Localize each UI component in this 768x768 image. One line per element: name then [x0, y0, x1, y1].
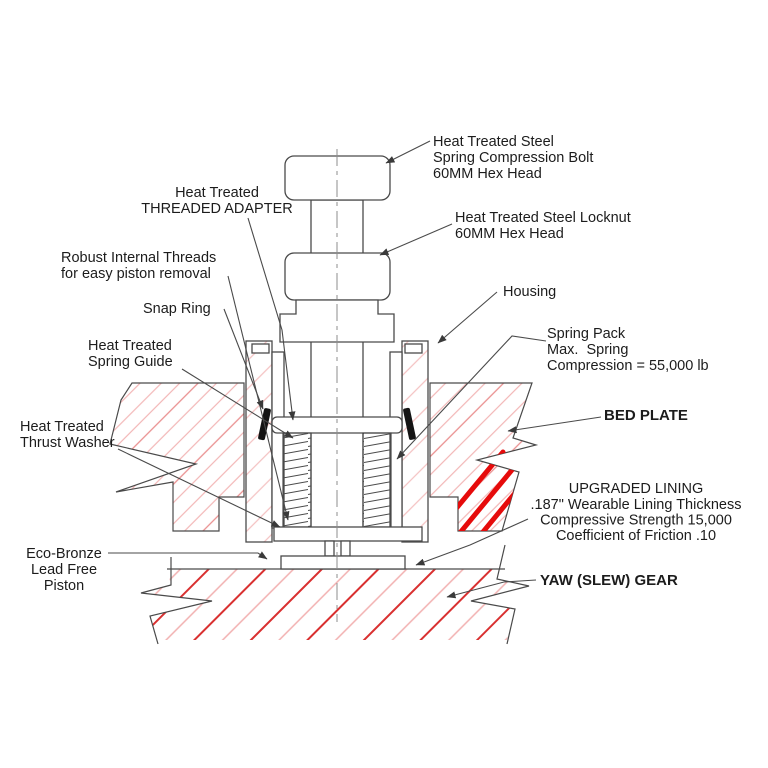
label-upgraded-lining-line3: Compressive Strength 15,000 [540, 513, 732, 529]
label-piston-line3: Piston [44, 578, 84, 594]
leader-lines [108, 140, 602, 599]
leader-yaw-gear [446, 579, 537, 599]
piston-leg-right [340, 540, 351, 557]
leader-spring-pack [396, 335, 547, 460]
label-adapter-line1: Heat Treated [175, 185, 259, 201]
label-upgraded-lining-line4: Coefficient of Friction .10 [556, 528, 716, 544]
thrust-washer-flange [273, 526, 423, 542]
label-thrust-washer-line2: Thrust Washer [20, 435, 115, 451]
leader-bolt [385, 140, 431, 164]
leader-internal-threads [227, 275, 290, 521]
label-internal-threads-line2: for easy piston removal [61, 266, 211, 282]
housing-right-bore-liner [389, 351, 403, 529]
housing-right-wall [401, 340, 429, 543]
housing-left-bore-liner [271, 351, 285, 529]
label-thrust-washer: Heat Treated Thrust Washer [20, 419, 115, 451]
yaw-gear-left-break [140, 557, 213, 645]
label-housing: Housing [503, 284, 556, 300]
leader-locknut [379, 223, 453, 256]
label-locknut-line1: Heat Treated Steel Locknut [455, 210, 631, 226]
housing [245, 340, 429, 543]
label-snap-ring: Snap Ring [143, 301, 211, 317]
spring-stack-right [362, 432, 392, 528]
label-spring-guide-line1: Heat Treated [88, 338, 172, 354]
label-spring-pack-line2: Max. Spring [547, 342, 628, 358]
label-upgraded-lining-line2: .187" Wearable Lining Thickness [531, 497, 742, 513]
label-bolt-line1: Heat Treated Steel [433, 134, 554, 150]
bed-plate-left-shape [109, 382, 245, 532]
leader-housing [437, 291, 498, 344]
leader-bed-plate [507, 416, 602, 434]
housing-right-plug [404, 343, 423, 354]
label-internal-threads: Robust Internal Threads for easy piston … [61, 250, 216, 282]
labels: Heat Treated Steel Spring Compression Bo… [20, 134, 741, 594]
label-piston-line2: Lead Free [31, 562, 97, 578]
yaw-gear-right-break [470, 544, 530, 645]
yaw-gear-hatch [141, 569, 529, 640]
label-spring-pack: Spring Pack Max. Spring Compression = 55… [547, 326, 709, 374]
label-adapter-line2: THREADED ADAPTER [141, 201, 292, 217]
spring-stack-left [282, 432, 312, 528]
label-yaw-gear: YAW (SLEW) GEAR [540, 572, 678, 589]
label-piston-line1: Eco-Bronze [26, 546, 102, 562]
label-spring-pack-line3: Compression = 55,000 lb [547, 358, 709, 374]
leader-adapter [247, 217, 296, 421]
housing-left-plug [251, 343, 270, 354]
label-bolt-line2: Spring Compression Bolt [433, 150, 593, 166]
label-thrust-washer-line1: Heat Treated [20, 419, 104, 435]
label-spring-guide: Heat Treated Spring Guide [88, 338, 173, 370]
label-adapter: Heat Treated THREADED ADAPTER [141, 185, 292, 217]
piston-leg-left [324, 540, 335, 557]
label-bed-plate: BED PLATE [604, 407, 688, 424]
wearable-lining-pad [280, 555, 406, 570]
leader-piston [108, 551, 268, 560]
label-bolt: Heat Treated Steel Spring Compression Bo… [433, 134, 593, 182]
label-piston: Eco-Bronze Lead Free Piston [26, 546, 102, 594]
label-upgraded-lining: UPGRADED LINING .187" Wearable Lining Th… [531, 481, 742, 544]
label-internal-threads-line1: Robust Internal Threads [61, 250, 216, 266]
snap-ring-right [403, 407, 416, 440]
leader-snap-ring [223, 308, 264, 410]
leader-upgraded-lining [415, 518, 529, 566]
label-upgraded-lining-line1: UPGRADED LINING [569, 481, 704, 497]
label-spring-guide-line2: Spring Guide [88, 354, 173, 370]
bed-plate-right-shape [429, 382, 539, 532]
lining-red-line [456, 456, 524, 531]
piston-assembly [273, 526, 423, 570]
label-locknut-line2: 60MM Hex Head [455, 226, 564, 242]
bed-plate-left-section [109, 382, 245, 532]
label-locknut: Heat Treated Steel Locknut 60MM Hex Head [455, 210, 631, 242]
leader-thrust-washer [117, 448, 281, 528]
label-bolt-line3: 60MM Hex Head [433, 166, 542, 182]
housing-left-wall [245, 340, 273, 543]
leader-spring-guide [181, 368, 294, 439]
label-spring-pack-line1: Spring Pack [547, 326, 626, 342]
